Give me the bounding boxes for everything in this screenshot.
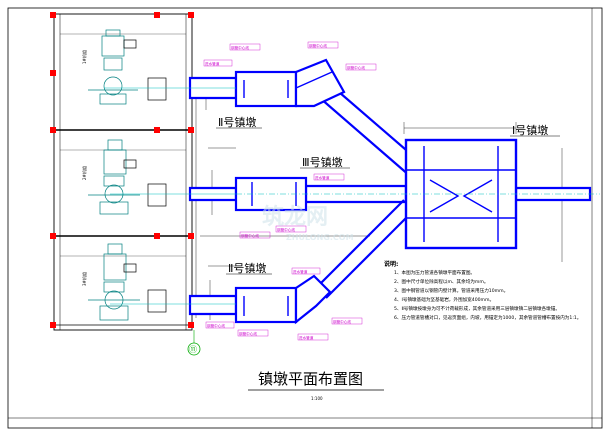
note-5: 5、Ⅱ号镇墩按墩身为可不计荷载形成，其余管道采用三层镇墩镇二层镇墩各墩锚。 bbox=[394, 305, 560, 312]
drawing-border bbox=[7, 7, 603, 429]
column-markers bbox=[50, 12, 194, 328]
block-2-upper-label: Ⅱ号镇墩 bbox=[218, 115, 256, 129]
pipe-tag-3: 钢管中心线 bbox=[309, 43, 327, 48]
watermark-sub: ZHULONG.COM bbox=[286, 233, 354, 242]
pipe-tag-8: 进水管道 bbox=[293, 269, 308, 274]
note-1: 1、本图为压力管道各镇墩平面布置图。 bbox=[394, 269, 475, 276]
axis-marker-label: ⑪ bbox=[189, 345, 197, 354]
block-2-lower-label: Ⅱ号镇墩 bbox=[228, 261, 266, 275]
pipe-tag-4: 钢管中心线 bbox=[347, 65, 365, 70]
pipe-tag-6: 钢管中心线 bbox=[241, 233, 259, 238]
note-4: 4、Ⅰ号镇墩基础为坚基础岩，外围加宽400mm。 bbox=[394, 296, 494, 303]
block-2-upper-inner bbox=[243, 80, 289, 98]
pipe-tag-12: 钢管中心线 bbox=[333, 319, 351, 324]
unit-2-equipment bbox=[88, 139, 167, 215]
unit-3-equipment bbox=[88, 243, 167, 321]
note-3: 3、图中钢管道以钢管内壁计算。管道采用压力10mm。 bbox=[394, 287, 508, 294]
unit-1-equipment bbox=[88, 29, 167, 105]
notes-block: 说明: 1、本图为压力管道各镇墩平面布置图。 2、图中尺寸单位除高程以m、其余均… bbox=[384, 260, 581, 321]
unit-3-label: 3#机组 bbox=[81, 272, 87, 286]
powerhouse bbox=[53, 13, 193, 331]
watermark: 筑龙网 bbox=[262, 204, 328, 230]
pipe-tag-11: 进水管道 bbox=[299, 335, 314, 340]
pipe-tag-5: 进水管道 bbox=[315, 175, 330, 180]
block-2-lower bbox=[234, 274, 332, 325]
block-1-label: Ⅰ号镇墩 bbox=[512, 123, 548, 137]
pipe-centerlines bbox=[104, 87, 600, 305]
block-2-upper bbox=[234, 58, 346, 108]
block-2-lower-inner bbox=[243, 296, 289, 316]
drawing-title: 镇墩平面布置图 bbox=[258, 370, 363, 388]
note-2: 2、图中尺寸单位除高程以m、其余均为mm。 bbox=[394, 278, 488, 285]
pipe-tag-10: 钢管中心线 bbox=[239, 331, 257, 336]
unit-2-label: 2#机组 bbox=[81, 166, 87, 180]
diagonal-pipes bbox=[317, 85, 421, 299]
unit-1-label: 1#机组 bbox=[81, 50, 87, 64]
notes-heading: 说明: bbox=[384, 260, 398, 268]
drawing-scale: 1:100 bbox=[311, 396, 323, 401]
pipe-tag-2: 进水管道 bbox=[205, 61, 220, 66]
pipe-tag-group: 钢管中心线 进水管道 钢管中心线 钢管中心线 进水管道 钢管中心线 钢管中心线 … bbox=[203, 41, 377, 341]
pipe-tag-9: 钢管中心线 bbox=[207, 323, 225, 328]
note-6: 6、压力管道管槽对口，见返页面组，内坡，用锚定为1000，其余管道管槽布置按内为… bbox=[394, 314, 581, 321]
pipe-tag-7: 钢管中心线 bbox=[277, 227, 295, 232]
pipe-tag-1: 钢管中心线 bbox=[231, 45, 249, 50]
block-3-label: Ⅲ号镇墩 bbox=[302, 155, 343, 169]
